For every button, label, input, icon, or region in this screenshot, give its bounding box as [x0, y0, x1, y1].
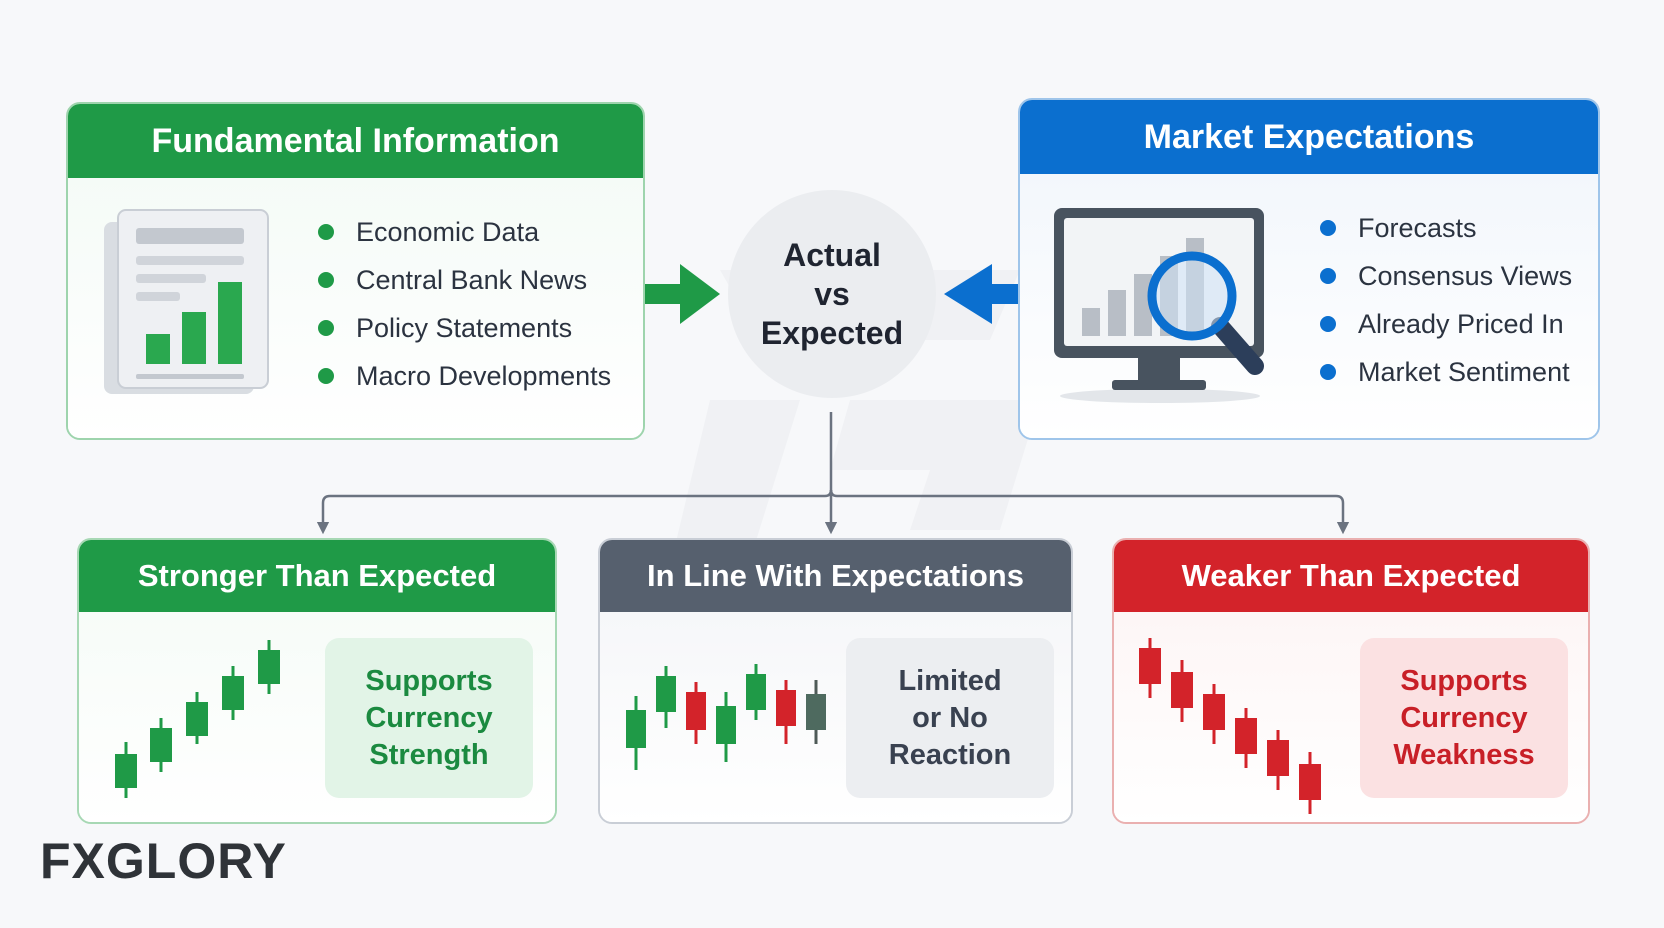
in-line-with-expectations-panel: In Line With Expectations Limited or No …	[598, 538, 1073, 824]
center-line-1: Actual	[783, 236, 881, 273]
bullet-icon	[1320, 364, 1336, 380]
list-item: Already Priced In	[1320, 300, 1572, 348]
monitor-magnifier-icon	[1054, 208, 1264, 403]
list-item: Macro Developments	[318, 352, 611, 400]
document-chart-icon	[104, 209, 269, 394]
list-item: Consensus Views	[1320, 252, 1572, 300]
bullet-icon	[318, 272, 334, 288]
fxglory-logo: FXGLORY	[40, 833, 287, 889]
in-line-result-box: Limited or No Reaction	[846, 638, 1054, 798]
center-line-2: vs	[814, 275, 850, 312]
market-expectations-title: Market Expectations	[1020, 100, 1598, 174]
bullet-icon	[1320, 316, 1336, 332]
bullet-icon	[318, 320, 334, 336]
candlestick-flat-icon	[626, 664, 826, 770]
bullet-icon	[1320, 220, 1336, 236]
expectations-list: Forecasts Consensus Views Already Priced…	[1320, 204, 1572, 396]
weaker-than-expected-panel: Weaker Than Expected Supports Currency W…	[1112, 538, 1590, 824]
list-item: Forecasts	[1320, 204, 1572, 252]
stronger-result-box: Supports Currency Strength	[325, 638, 533, 798]
stronger-than-expected-panel: Stronger Than Expected Supports Currency…	[77, 538, 557, 824]
center-line-3: Expected	[760, 314, 904, 351]
list-item: Policy Statements	[318, 304, 611, 352]
green-arrow-icon	[645, 264, 720, 324]
stronger-title: Stronger Than Expected	[79, 540, 555, 612]
list-item: Central Bank News	[318, 256, 611, 304]
bullet-icon	[318, 368, 334, 384]
weaker-title: Weaker Than Expected	[1114, 540, 1588, 612]
market-expectations-panel: Market Expectations Forecasts Consensus …	[1018, 98, 1600, 440]
list-item: Market Sentiment	[1320, 348, 1572, 396]
fundamental-information-panel: Fundamental Information Economic Data Ce…	[66, 102, 645, 440]
candlestick-up-icon	[115, 640, 280, 798]
weaker-result-box: Supports Currency Weakness	[1360, 638, 1568, 798]
candlestick-down-icon	[1139, 638, 1321, 814]
actual-vs-expected-circle: Actual vs Expected	[728, 190, 936, 398]
list-item: Economic Data	[318, 208, 611, 256]
fundamental-information-title: Fundamental Information	[68, 104, 643, 178]
fundamental-list: Economic Data Central Bank News Policy S…	[318, 208, 611, 400]
bullet-icon	[1320, 268, 1336, 284]
in-line-title: In Line With Expectations	[600, 540, 1071, 612]
bullet-icon	[318, 224, 334, 240]
blue-arrow-icon	[944, 264, 1020, 324]
